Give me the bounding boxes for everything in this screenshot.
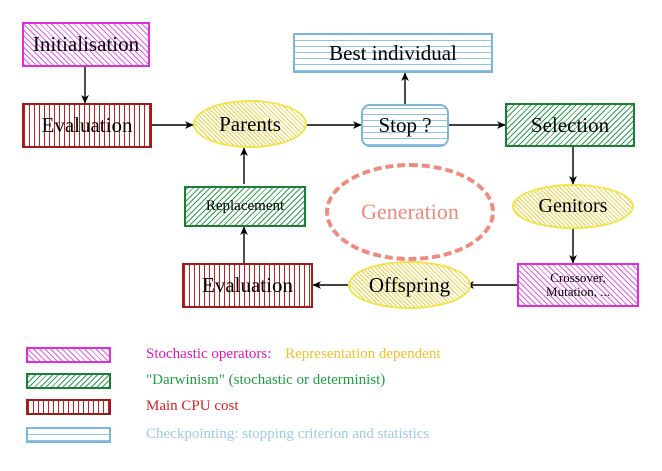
node-offspring-label: Offspring	[368, 272, 451, 297]
node-evaluation-top[interactable]: Evaluation	[22, 103, 152, 148]
node-evaluation-bottom-label: Evaluation	[202, 273, 293, 298]
node-crossover-label-line2: Mutation, ...	[546, 284, 610, 299]
legend-swatch-green-diagonal-hatch	[26, 372, 111, 389]
node-best-individual[interactable]: Best individual	[293, 33, 493, 73]
node-generation-group: Generation	[325, 163, 495, 261]
node-crossover-label-line1: Crossover,	[550, 269, 606, 285]
node-best-individual-label: Best individual	[329, 40, 457, 65]
node-selection-label: Selection	[530, 112, 610, 137]
legend-swatch-red-vertical-hatch	[26, 398, 111, 415]
node-selection[interactable]: Selection	[505, 103, 635, 147]
node-evaluation-top-label: Evaluation	[41, 113, 133, 138]
legend-label-checkpointing: Checkpointing: stopping criterion and st…	[146, 426, 430, 442]
node-replacement-label: Replacement	[205, 198, 285, 215]
node-generation-label: Generation	[361, 199, 459, 224]
node-offspring[interactable]: Offspring	[348, 261, 471, 309]
legend-label-representation-dependent: Representation dependent	[285, 346, 441, 362]
node-parents[interactable]: Parents	[193, 100, 307, 148]
node-genitors[interactable]: Genitors	[512, 184, 634, 229]
legend-row-main-cpu-cost: Main CPU cost	[26, 398, 239, 415]
legend-label-main-cpu-cost: Main CPU cost	[146, 398, 239, 414]
node-stop-label: Stop ?	[378, 113, 432, 138]
legend-row-checkpointing: Checkpointing: stopping criterion and st…	[26, 426, 429, 443]
legend-label-stochastic-operators: Stochastic operators:	[146, 346, 272, 362]
legend-label-darwinism: "Darwinism" (stochastic or determinist)	[146, 372, 386, 388]
node-crossover-mutation[interactable]: Crossover, Mutation, ...	[517, 263, 639, 307]
node-initialisation[interactable]: Initialisation	[22, 22, 150, 67]
legend-swatch-magenta-diagonal-hatch	[26, 346, 111, 363]
node-parents-label: Parents	[219, 111, 281, 136]
node-initialisation-label: Initialisation	[32, 32, 140, 57]
legend-row-stochastic-operators: Stochastic operators: Representation dep…	[26, 346, 441, 363]
legend-row-darwinism: "Darwinism" (stochastic or determinist)	[26, 372, 385, 389]
node-evaluation-bottom[interactable]: Evaluation	[182, 263, 313, 308]
node-replacement[interactable]: Replacement	[184, 186, 306, 227]
legend-swatch-blue-horizontal-hatch	[26, 426, 111, 443]
node-stop[interactable]: Stop ?	[361, 104, 449, 147]
node-genitors-label: Genitors	[538, 195, 608, 217]
